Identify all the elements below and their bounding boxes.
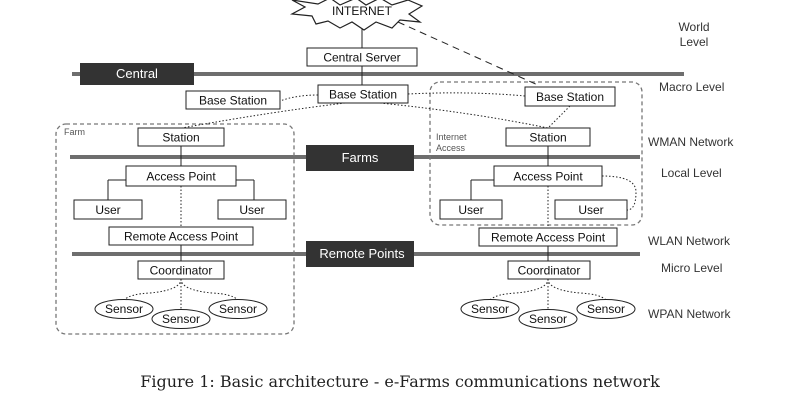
figure-caption: Figure 1: Basic architecture - e-Farms c… [140,372,660,391]
user-right-2-label: User [578,203,603,217]
level-macro: Macro Level [659,80,724,94]
base-station-left-node: Base Station [185,90,281,110]
sensor-right-2-label: Sensor [529,312,567,326]
level-wlan: WLAN Network [648,234,731,248]
base-station-right-label: Base Station [536,90,604,104]
base-station-center-label: Base Station [329,88,397,102]
nodes: Central Server Base Station Base Station… [73,47,628,280]
right-coord-to-sensor3 [547,278,607,301]
user-left-2-label: User [239,203,264,217]
base-station-center-node: Base Station [317,84,409,104]
coordinator-left-label: Coordinator [150,264,213,278]
access-point-left-node: Access Point [125,165,237,187]
sensors: Sensor Sensor Sensor Sensor Sensor Senso… [94,299,636,329]
central-server-label: Central Server [323,51,400,65]
station-left-node: Station [137,127,225,147]
internet-access-label-line1: Internet [436,132,467,142]
coordinator-right-node: Coordinator [507,260,591,280]
sensor-left-2: Sensor [151,309,211,329]
farm-region: Farm [55,123,295,335]
sensor-right-3-label: Sensor [587,302,625,316]
access-point-left-label: Access Point [146,170,216,184]
level-world-line1: World [678,20,709,34]
internet-starburst [289,0,424,31]
sensor-right-1: Sensor [460,299,520,319]
level-wpan: WPAN Network [648,307,731,321]
internet-access-region: Internet Access [429,81,643,226]
station-right-node: Station [505,127,591,147]
sensor-right-2: Sensor [518,309,578,329]
remote-access-point-left-label: Remote Access Point [124,230,239,244]
access-point-right-label: Access Point [513,170,583,184]
remote-points-label: Remote Points [319,246,405,261]
internet-access-label-line2: Access [436,143,466,153]
sensor-left-3: Sensor [208,299,268,319]
right-base-to-station [547,105,571,129]
sensor-left-1: Sensor [94,299,154,319]
base-station-left-label: Base Station [199,94,267,108]
base-center-to-base-right [407,92,526,97]
base-station-right-node: Base Station [524,86,616,107]
central-label-box: Central [80,63,194,85]
coordinator-left-node: Coordinator [137,260,225,280]
user-right-1-label: User [458,203,483,217]
left-coord-to-sensor3 [180,278,239,301]
sensor-left-3-label: Sensor [219,302,257,316]
base-center-to-left-station [181,102,346,129]
base-center-to-right-station [379,102,549,129]
access-point-right-node: Access Point [493,165,603,187]
coordinator-right-label: Coordinator [518,264,581,278]
user-right-1-node: User [439,199,503,220]
user-right-2-node: User [554,199,628,220]
sensor-right-3: Sensor [576,299,636,319]
central-label: Central [116,66,158,81]
sensor-left-1-label: Sensor [105,302,143,316]
user-left-2-node: User [217,199,287,220]
remote-points-label-box: Remote Points [306,241,414,267]
station-left-label: Station [162,131,199,145]
macro-bar [72,72,684,76]
level-world-line2: Level [680,35,709,49]
user-left-1-label: User [95,203,120,217]
internet-to-right-base-link [397,21,541,87]
farms-label-box: Farms [306,145,414,171]
user-left-1-node: User [73,199,143,220]
right-coord-to-sensor1 [489,278,549,301]
sensor-left-2-label: Sensor [162,312,200,326]
internet-cloud: INTERNET [289,0,424,31]
level-local: Local Level [661,166,722,180]
left-coord-to-sensor1 [123,278,182,301]
farm-region-label: Farm [64,127,85,137]
sensor-right-1-label: Sensor [471,302,509,316]
level-wman: WMAN Network [648,135,734,149]
central-server-node: Central Server [306,47,418,67]
internet-label: INTERNET [332,4,393,18]
level-micro: Micro Level [661,261,722,275]
base-center-to-base-left [279,94,319,102]
remote-access-point-right-label: Remote Access Point [491,231,606,245]
station-right-label: Station [529,131,566,145]
farms-label: Farms [342,150,379,165]
connections [107,21,637,310]
level-labels: World Level Macro Level WMAN Network Loc… [648,20,734,321]
remote-access-point-right-node: Remote Access Point [478,227,618,247]
remote-access-point-left-node: Remote Access Point [108,226,254,246]
